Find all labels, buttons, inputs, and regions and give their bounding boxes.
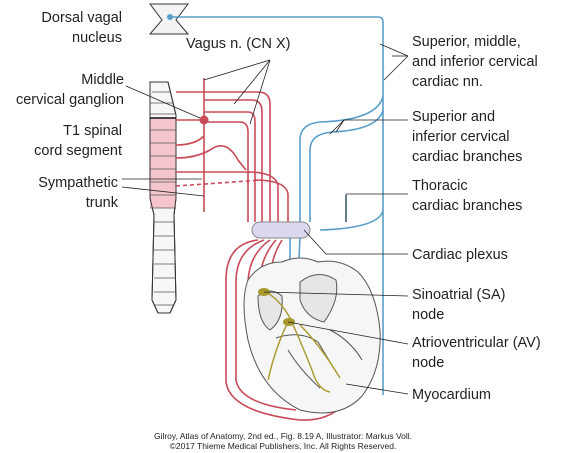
dorsal-vagal-nucleus-dot [167,14,173,20]
leader-lines [121,43,409,395]
av-node-label: Atrioventricular (AV) node [412,335,541,371]
myocardium-label: Myocardium [412,387,491,403]
middle-cervical-ganglion-label: Middle cervical ganglion [15,72,124,108]
sympathetic-paths [175,78,357,421]
credit-line-2: ©2017 Thieme Medical Publishers, Inc. Al… [169,441,397,451]
heart [243,257,381,414]
dorsal-vagal-nucleus-label: Dorsal vagal nucleus [41,10,122,46]
cervical-cardiac-branches-label: Superior and inferior cervical cardiac b… [412,109,523,165]
cardiac-plexus [251,221,311,239]
cardiac-plexus-label: Cardiac plexus [412,247,508,263]
t1-spinal-cord-segment [150,118,176,208]
thoracic-cardiac-branches-label: Thoracic cardiac branches [412,178,523,214]
spinal-cord [149,81,177,314]
sa-node-label: Sinoatrial (SA) node [412,287,506,323]
sympathetic-trunk-label: Sympathetic trunk [38,175,118,211]
vagus-nerve-paths [173,16,384,395]
credit-line-1: Gilroy, Atlas of Anatomy, 2nd ed., Fig. … [153,431,413,441]
t1-spinal-cord-segment-label: T1 spinal cord segment [34,123,122,159]
brainstem [148,3,190,35]
cervical-cardiac-nerves-label: Superior, middle, and inferior cervical … [412,34,538,90]
vagus-nerve-label: Vagus n. (CN X) [186,36,291,52]
middle-cervical-ganglion-dot [199,115,209,125]
